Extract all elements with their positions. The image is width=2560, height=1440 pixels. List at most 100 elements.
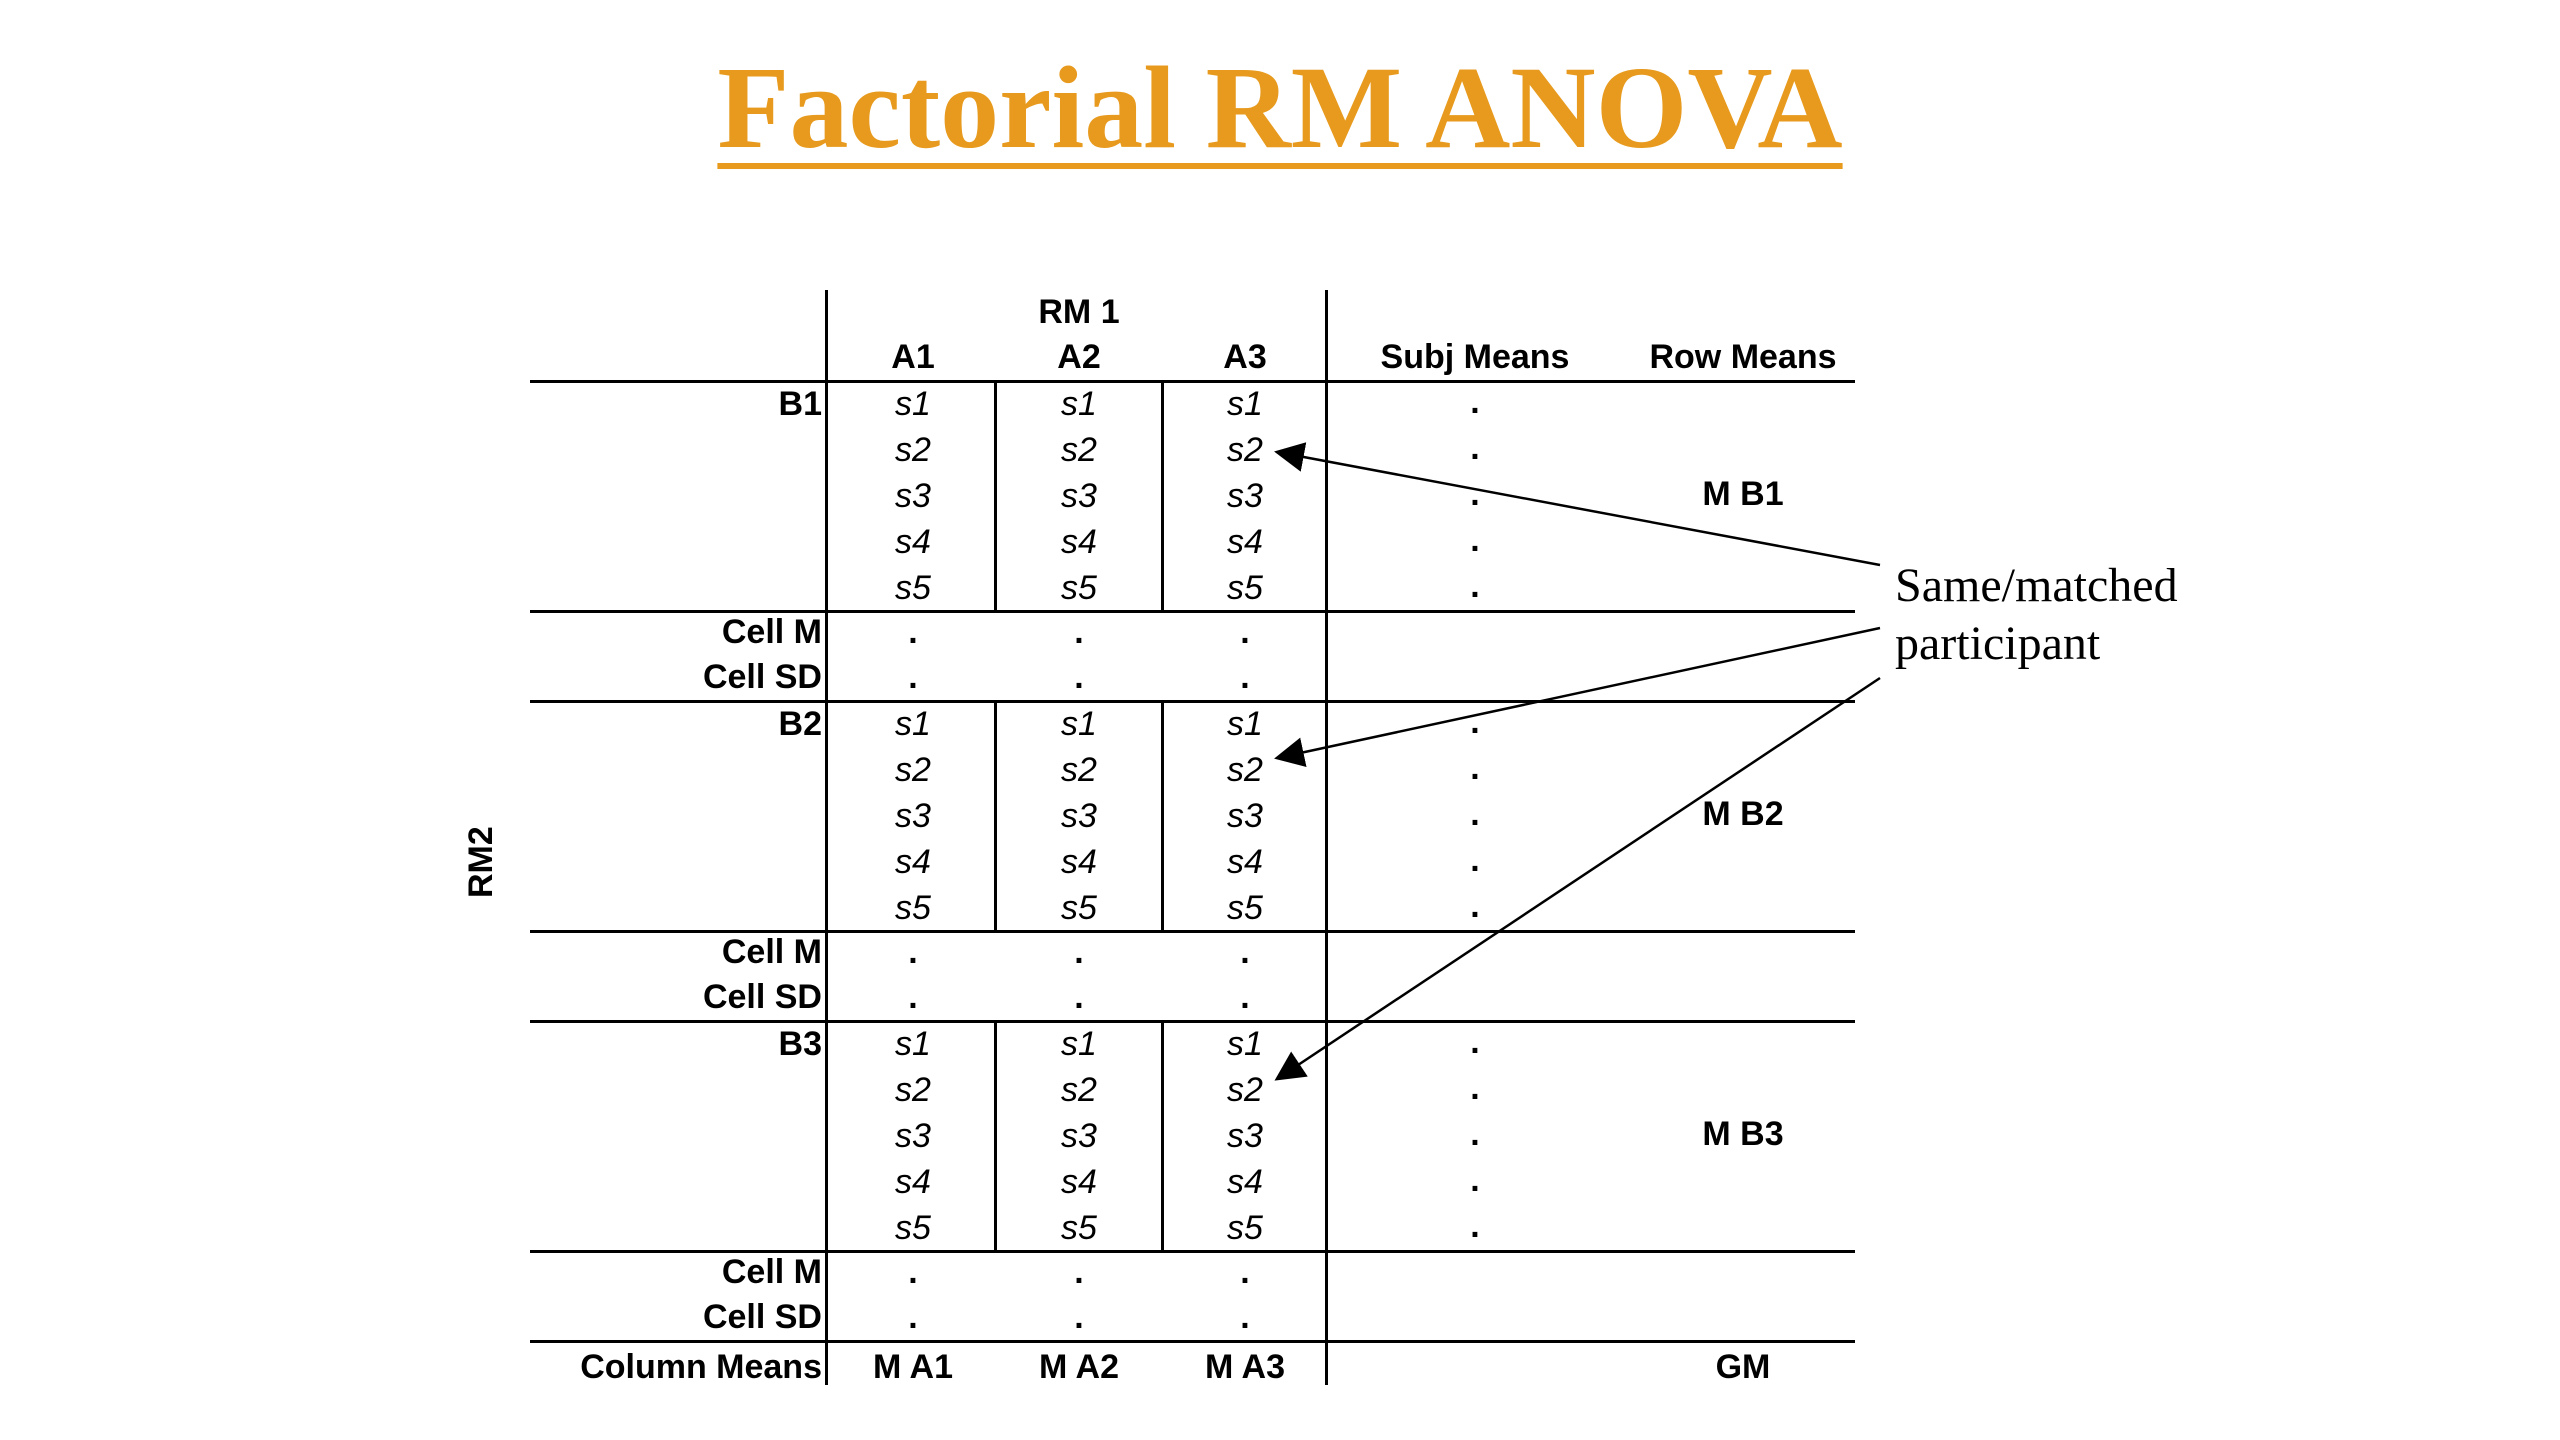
subject-cell: s1: [1227, 705, 1263, 743]
subject-cell: s5: [1227, 889, 1263, 927]
row-mean: M B3: [1702, 1115, 1784, 1153]
subject-cell: s2: [1061, 1071, 1097, 1109]
subject-cell: s1: [895, 1025, 931, 1063]
subject-cell: s3: [895, 477, 931, 515]
means-divider: [1325, 290, 1328, 1385]
subject-cell: s1: [1227, 385, 1263, 423]
subject-cell: s5: [1227, 1209, 1263, 1247]
row-mean: M B2: [1702, 795, 1784, 833]
cell-sd-label: Cell SD: [702, 1298, 822, 1336]
cell-mean-dot: .: [1240, 1253, 1250, 1291]
cell-m-label: Cell M: [721, 1253, 822, 1291]
cell-mean-dot: .: [1240, 613, 1250, 651]
subj-mean-dot: .: [1470, 795, 1480, 833]
subject-cell: s5: [1061, 569, 1097, 607]
block-top-rule: [530, 1020, 1855, 1023]
column-means-label: Column Means: [580, 1348, 822, 1386]
cell-mean-dot: .: [1074, 1253, 1084, 1291]
subject-cell: s2: [1061, 431, 1097, 469]
cell-stats-rule: [530, 930, 1855, 933]
factor1-label: RM 1: [1038, 293, 1120, 331]
subject-cell: s2: [1227, 751, 1263, 789]
cell-sd-dot: .: [908, 658, 918, 696]
subj-mean-dot: .: [1470, 1023, 1480, 1061]
subject-cell: s4: [895, 1163, 931, 1201]
subject-cell: s1: [1061, 1025, 1097, 1063]
grand-mean: GM: [1715, 1348, 1771, 1386]
column-mean: M A1: [873, 1348, 953, 1386]
subject-cell: s5: [1061, 1209, 1097, 1247]
subject-cell: s4: [1227, 1163, 1263, 1201]
subject-cell: s2: [895, 1071, 931, 1109]
subject-cell: s3: [1061, 1117, 1097, 1155]
column-mean: M A2: [1039, 1348, 1119, 1386]
subj-mean-dot: .: [1470, 1069, 1480, 1107]
subject-cell: s4: [1061, 843, 1097, 881]
subj-mean-dot: .: [1470, 429, 1480, 467]
subj-mean-dot: .: [1470, 383, 1480, 421]
subject-cell: s2: [895, 431, 931, 469]
subj-mean-dot: .: [1470, 749, 1480, 787]
subject-cell: s3: [1227, 1117, 1263, 1155]
block-label: B2: [778, 705, 822, 743]
cell-sd-dot: .: [1074, 658, 1084, 696]
column-means-rule: [530, 1340, 1855, 1343]
slide-title: Factorial RM ANOVA: [717, 42, 1843, 173]
row-means-header: Row Means: [1649, 338, 1837, 376]
annotation-label: Same/matched participant: [1895, 557, 2178, 673]
subject-cell: s2: [1061, 751, 1097, 789]
subject-cell: s2: [895, 751, 931, 789]
column-header: A1: [891, 338, 935, 376]
cell-m-label: Cell M: [721, 613, 822, 651]
cell-divider: [994, 380, 997, 610]
cell-mean-dot: .: [908, 613, 918, 651]
column-mean: M A3: [1205, 1348, 1285, 1386]
cell-mean-dot: .: [1240, 933, 1250, 971]
subj-mean-dot: .: [1470, 567, 1480, 605]
annotation-line: Same/matched: [1895, 559, 2178, 612]
block-top-rule: [530, 700, 1855, 703]
subject-cell: s3: [895, 1117, 931, 1155]
subj-mean-dot: .: [1470, 887, 1480, 925]
subj-mean-dot: .: [1470, 703, 1480, 741]
subject-cell: s3: [1061, 797, 1097, 835]
subj-means-header: Subj Means: [1380, 338, 1570, 376]
block-label: B1: [778, 385, 822, 423]
cell-divider: [1161, 1020, 1164, 1250]
cell-divider: [994, 700, 997, 930]
arrow-to-b2-s2: [1274, 626, 1881, 767]
subject-cell: s3: [1227, 477, 1263, 515]
cell-divider: [1161, 700, 1164, 930]
block-label: B3: [778, 1025, 822, 1063]
subject-cell: s4: [895, 523, 931, 561]
row-mean: M B1: [1702, 475, 1784, 513]
cell-mean-dot: .: [1074, 613, 1084, 651]
cell-sd-label: Cell SD: [702, 978, 822, 1016]
subject-cell: s5: [895, 1209, 931, 1247]
cell-mean-dot: .: [908, 933, 918, 971]
subject-cell: s5: [895, 569, 931, 607]
subject-cell: s1: [1061, 385, 1097, 423]
subject-cell: s5: [1227, 569, 1263, 607]
annotation-line: participant: [1895, 617, 2101, 670]
subject-cell: s2: [1227, 1071, 1263, 1109]
subject-cell: s2: [1227, 431, 1263, 469]
cell-stats-rule: [530, 610, 1855, 613]
cell-sd-dot: .: [1240, 658, 1250, 696]
cell-sd-label: Cell SD: [702, 658, 822, 696]
subject-cell: s4: [1061, 523, 1097, 561]
subject-cell: s4: [1227, 523, 1263, 561]
column-header: A3: [1223, 338, 1267, 376]
cell-sd-dot: .: [1240, 1298, 1250, 1336]
subj-mean-dot: .: [1470, 1115, 1480, 1153]
cell-sd-dot: .: [1240, 978, 1250, 1016]
arrow-to-b3-s2: [1274, 676, 1881, 1081]
cell-sd-dot: .: [1074, 1298, 1084, 1336]
subj-mean-dot: .: [1470, 841, 1480, 879]
cell-mean-dot: .: [908, 1253, 918, 1291]
subject-cell: s3: [1061, 477, 1097, 515]
subject-cell: s5: [1061, 889, 1097, 927]
subject-cell: s3: [895, 797, 931, 835]
left-divider: [825, 290, 828, 1385]
